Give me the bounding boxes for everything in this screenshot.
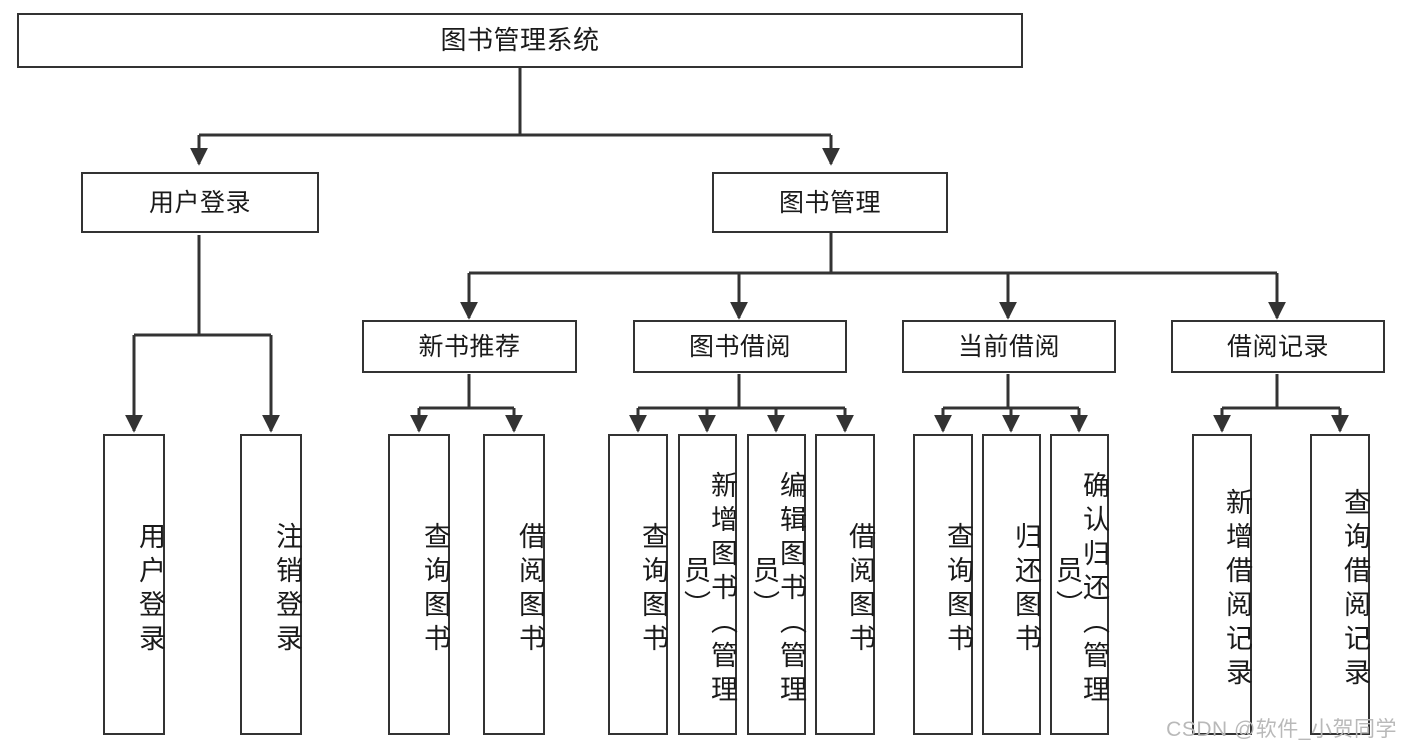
- node-leaf-confirm-return[interactable]: 确认归还（管理员）: [1050, 434, 1109, 735]
- node-label: 图书管理: [778, 188, 881, 217]
- node-leaf-borrow-book-2[interactable]: 借阅图书: [815, 434, 875, 735]
- node-label: 查询图书: [638, 521, 668, 658]
- node-label: 查询借阅记录: [1340, 487, 1370, 692]
- watermark-text: CSDN @软件_小贺同学: [1166, 718, 1397, 741]
- node-label: 查询图书: [943, 521, 973, 658]
- node-label: 图书管理系统: [440, 24, 600, 55]
- node-label: 借阅记录: [1226, 332, 1329, 361]
- node-leaf-add-record[interactable]: 新增借阅记录: [1192, 434, 1252, 735]
- node-label: 借阅图书: [515, 521, 545, 658]
- node-current-borrow[interactable]: 当前借阅: [902, 320, 1116, 373]
- node-book-management[interactable]: 图书管理: [712, 172, 948, 233]
- node-root-system[interactable]: 图书管理系统: [17, 13, 1023, 68]
- node-new-book-recommend[interactable]: 新书推荐: [362, 320, 577, 373]
- node-label: 用户登录: [148, 188, 251, 217]
- node-leaf-query-record[interactable]: 查询借阅记录: [1310, 434, 1370, 735]
- node-label: 借阅图书: [845, 521, 875, 658]
- node-label: 查询图书: [420, 521, 450, 658]
- node-label: 编辑图书（管理员）: [749, 470, 806, 709]
- node-label: 归还图书: [1011, 521, 1041, 658]
- node-label: 新书推荐: [418, 332, 521, 361]
- node-leaf-return-book[interactable]: 归还图书: [982, 434, 1041, 735]
- node-leaf-edit-book[interactable]: 编辑图书（管理员）: [747, 434, 806, 735]
- node-user-login[interactable]: 用户登录: [81, 172, 319, 233]
- node-label: 注销登录: [272, 521, 302, 658]
- node-leaf-borrow-book-1[interactable]: 借阅图书: [483, 434, 545, 735]
- node-leaf-query-book-3[interactable]: 查询图书: [913, 434, 973, 735]
- node-label: 用户登录: [135, 521, 165, 658]
- node-label: 图书借阅: [688, 332, 791, 361]
- node-label: 新增图书（管理员）: [680, 470, 737, 709]
- node-leaf-user-logout[interactable]: 注销登录: [240, 434, 302, 735]
- node-leaf-query-book-2[interactable]: 查询图书: [608, 434, 668, 735]
- node-label: 新增借阅记录: [1222, 487, 1252, 692]
- node-book-borrow[interactable]: 图书借阅: [633, 320, 847, 373]
- node-borrow-record[interactable]: 借阅记录: [1171, 320, 1385, 373]
- node-label: 确认归还（管理员）: [1052, 470, 1109, 709]
- node-leaf-query-book-1[interactable]: 查询图书: [388, 434, 450, 735]
- node-leaf-user-login[interactable]: 用户登录: [103, 434, 165, 735]
- node-label: 当前借阅: [957, 332, 1060, 361]
- node-leaf-add-book[interactable]: 新增图书（管理员）: [678, 434, 737, 735]
